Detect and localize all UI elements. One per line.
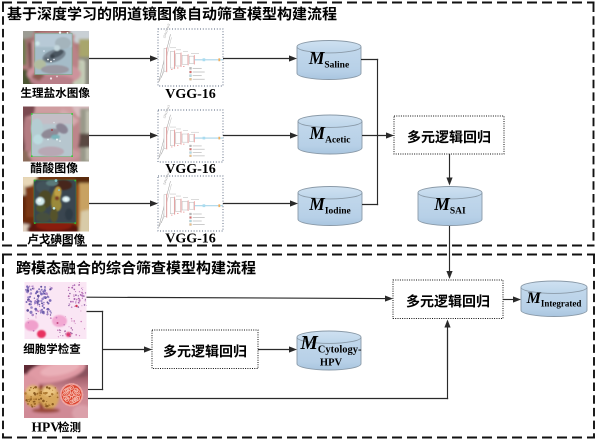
- svg-text:VGG-16: VGG-16: [165, 232, 216, 247]
- svg-text:224x224x3: 224x224x3: [162, 104, 171, 119]
- svg-text:HPV: HPV: [32, 419, 61, 434]
- svg-text:MSaline: MSaline: [308, 48, 349, 70]
- svg-text:MIodine: MIodine: [308, 194, 350, 216]
- svg-text:MCytology-: MCytology-: [299, 333, 362, 356]
- svg-text:MAcetic: MAcetic: [309, 123, 351, 145]
- svg-text:224x224x3: 224x224x3: [162, 23, 171, 39]
- svg-text:HPV: HPV: [320, 358, 343, 369]
- svg-text:MSAI: MSAI: [433, 194, 466, 216]
- svg-text:VGG-16: VGG-16: [165, 162, 216, 177]
- svg-text:VGG-16: VGG-16: [165, 87, 216, 102]
- svg-text:224x224x3: 224x224x3: [162, 170, 171, 185]
- svg-text:MIntegrated: MIntegrated: [526, 290, 582, 308]
